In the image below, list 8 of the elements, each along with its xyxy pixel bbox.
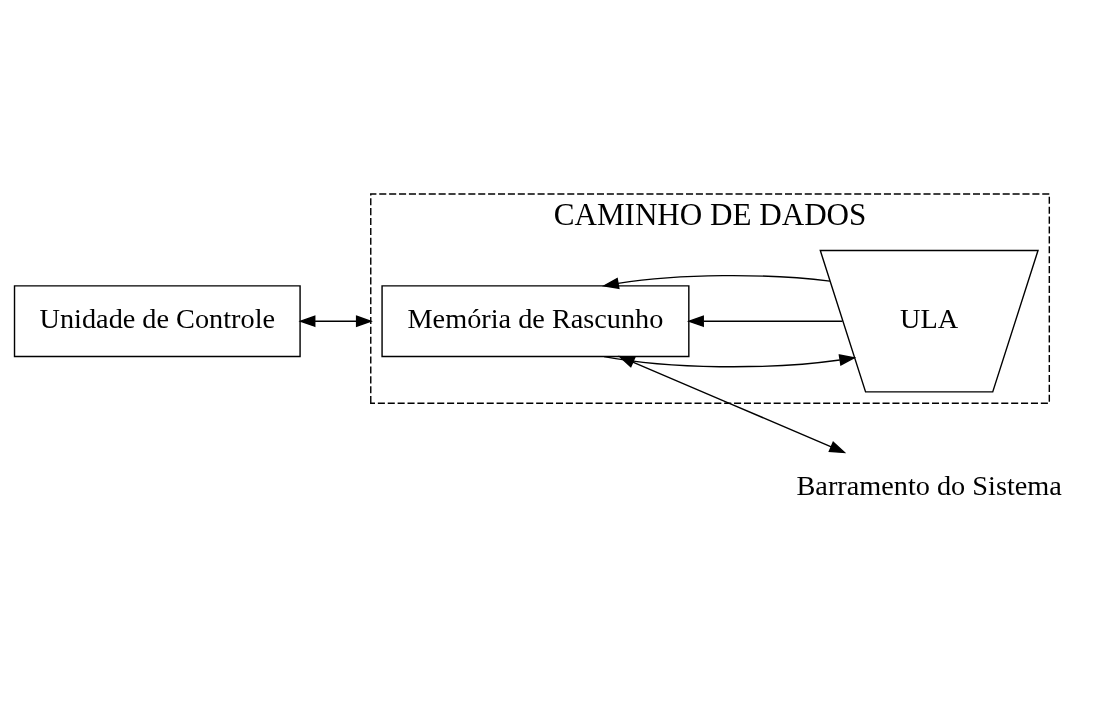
arrow [617,355,847,453]
arrow [298,314,373,327]
arrow [601,274,831,289]
arrow [686,314,844,327]
node-box: Memória de Rascunho [381,284,690,357]
node-text: Barramento do Sistema [796,469,1062,501]
node-box: Unidade de Controle [13,284,301,357]
arrow [603,353,857,367]
